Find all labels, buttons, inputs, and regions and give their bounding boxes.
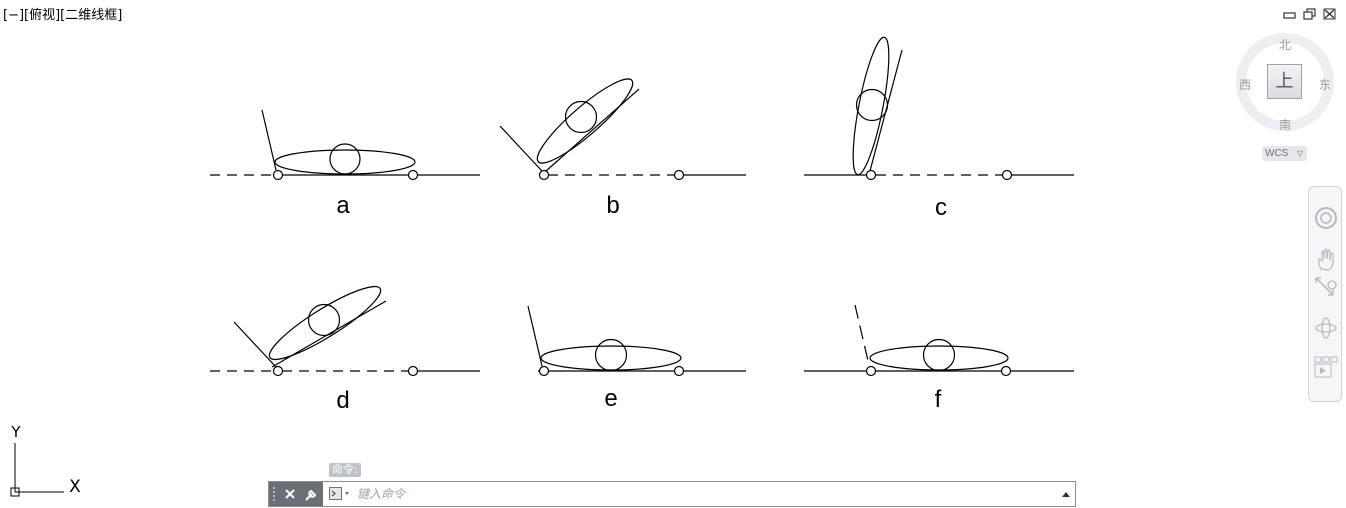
orbit-icon[interactable] xyxy=(1313,315,1339,341)
command-input[interactable] xyxy=(353,482,1061,506)
ucs-x-label: X xyxy=(69,477,81,497)
compass-ring[interactable] xyxy=(1230,30,1340,140)
close-icon[interactable] xyxy=(1323,8,1337,20)
figure-c xyxy=(804,36,1074,181)
figure-f-label: f xyxy=(935,386,942,413)
prompt-icon[interactable] xyxy=(329,487,351,501)
close-cmd-icon[interactable] xyxy=(283,487,297,501)
command-line[interactable] xyxy=(268,481,1076,507)
wcs-label: WCS xyxy=(1265,148,1289,159)
scroll-up-icon[interactable] xyxy=(1061,490,1071,498)
figure-b-label: b xyxy=(606,192,619,219)
viewport-controls-label[interactable]: [−][俯视][二维线框] xyxy=(3,8,123,23)
figure-d xyxy=(210,285,480,377)
steering-wheel-icon[interactable] xyxy=(1313,205,1339,231)
compass-south[interactable]: 南 xyxy=(1279,118,1292,132)
restore-icon[interactable] xyxy=(1303,8,1317,20)
minimize-icon[interactable] xyxy=(1283,8,1297,20)
wcs-menu[interactable]: WCS ▽ xyxy=(1262,146,1307,161)
pan-hand-icon[interactable] xyxy=(1313,247,1339,273)
figure-e-label: e xyxy=(604,385,617,412)
command-history: 命令: xyxy=(329,463,361,477)
command-toolbar xyxy=(269,482,323,506)
figure-a-label: a xyxy=(336,192,350,219)
figure-c-label: c xyxy=(935,194,947,221)
ucs-y-label: Y xyxy=(10,423,21,441)
compass-west[interactable]: 西 xyxy=(1239,78,1252,92)
chevron-down-icon: ▽ xyxy=(1296,149,1303,158)
figure-b xyxy=(499,78,746,181)
cube-top-face[interactable]: 上 xyxy=(1267,64,1302,99)
zoom-icon[interactable] xyxy=(1313,275,1339,301)
navigation-bar[interactable] xyxy=(1308,186,1342,402)
figure-f xyxy=(804,304,1074,377)
figure-e xyxy=(527,305,746,377)
wrench-icon[interactable] xyxy=(303,487,319,503)
figure-d-label: d xyxy=(336,387,349,414)
compass-east[interactable]: 东 xyxy=(1319,78,1332,92)
viewcube[interactable]: 北 南 东 西 上 WCS ▽ xyxy=(1230,30,1340,165)
compass-north[interactable]: 北 xyxy=(1279,38,1292,52)
grip-handle[interactable] xyxy=(271,485,277,503)
ucs-icon: Y X xyxy=(10,423,81,497)
showmotion-icon[interactable] xyxy=(1313,355,1339,381)
figure-a xyxy=(210,109,480,181)
